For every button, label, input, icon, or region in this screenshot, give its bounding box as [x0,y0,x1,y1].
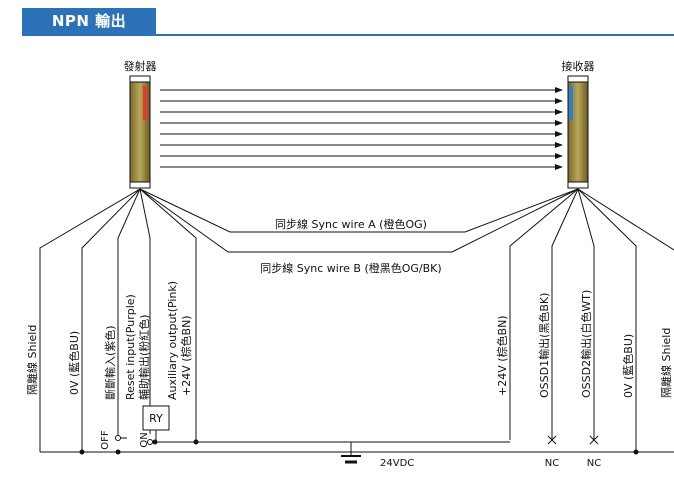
emitter-24v-wire [139,188,197,442]
emitter-wire-shield: 隔離線 Shield [25,325,39,395]
nc-markers [547,435,599,445]
receiver-wire-shield: 隔離線 Shield [659,328,673,398]
relay-component [142,405,170,442]
emitter-wire-0v: 0V (藍色BU) [67,331,81,395]
emitter-indicator-led [143,86,147,120]
emitter-wire-reset-en: Reset input(Purple) [124,294,137,400]
receiver-wire-24v: +24V (棕色BN) [495,315,509,396]
receiver-device [567,75,589,189]
section-header: NPN 輸出 [22,8,156,34]
emitter-wire-24v: +24V (棕色BN) [179,315,193,396]
emitter-0v-wire [81,188,141,452]
emitter-shield-wire [39,188,141,452]
switch-on-label: ON [139,432,150,447]
receiver-wiring [509,188,674,452]
sync-wire-a-label: 同步線 Sync wire A (橙色OG) [275,217,427,231]
power-supply-label: 24VDC [380,458,414,469]
header-underline [22,34,674,36]
emitter-wire-aux-en: Auxiliary output(Pink) [166,281,179,400]
switch-off-label: OFF [100,430,111,450]
emitter-wire-reset-cn: 斷斷輸入(紫色) [103,325,117,400]
light-beams [160,87,563,170]
receiver-indicator-led [569,86,573,120]
receiver-wire-0v: 0V (藍色BU) [621,334,635,398]
emitter-wire-aux-cn: 輔助輸出(粉紅色) [137,314,151,400]
emitter-device [129,75,151,189]
receiver-ossd2-wire [577,188,595,440]
nc-label-ossd2: NC [587,458,601,469]
section-title: NPN 輸出 [51,12,127,30]
emitter-label: 發射器 [124,59,157,73]
reset-switch [115,435,153,445]
receiver-shield-wire [577,188,674,251]
sync-wire-b [139,188,579,253]
receiver-24v-wire [509,188,579,440]
receiver-wire-ossd2: OSSD2輸出(白色WT) [579,290,593,398]
emitter-reset-wire [117,188,141,438]
sync-wire-a [139,188,579,233]
power-supply-symbol [341,442,361,464]
receiver-label: 接收器 [562,59,595,73]
receiver-0v-wire [577,188,637,452]
nc-label-ossd1: NC [545,458,559,469]
receiver-wire-ossd1: OSSD1輸出(黑色BK) [537,293,551,398]
relay-label: RY [149,412,163,425]
sync-wire-b-label: 同步線 Sync wire B (橙黑色OG/BK) [260,261,441,275]
junction-dots [79,439,639,455]
receiver-ossd1-wire [551,188,579,440]
